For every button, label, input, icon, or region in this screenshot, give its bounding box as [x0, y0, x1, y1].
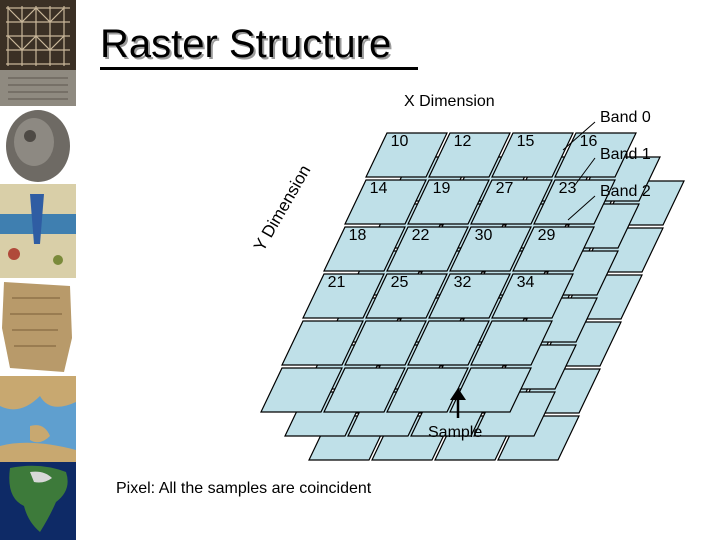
mediterranean-map-image: [0, 376, 76, 462]
pixel-caption: Pixel: All the samples are coincident: [116, 480, 372, 497]
band-0-leader: [562, 121, 596, 151]
cell-value: 32: [453, 274, 472, 291]
cell-value: 19: [432, 180, 451, 197]
cell-value: 16: [579, 133, 598, 150]
title-underline: [100, 67, 418, 70]
cell-value: 25: [390, 274, 409, 291]
page-title: Raster Structure: [100, 22, 392, 66]
band-2-label: Band 2: [600, 183, 651, 200]
grid-cell: [512, 226, 595, 272]
cell-value: 22: [411, 227, 430, 244]
sample-label: Sample: [428, 424, 483, 441]
grid-cell: [365, 132, 448, 178]
cell-value: 27: [495, 180, 514, 197]
sidebar-image-strip: [0, 0, 76, 540]
cell-value: 21: [327, 274, 346, 291]
ancient-fragment-image: [0, 278, 76, 376]
cell-value: 14: [369, 180, 388, 197]
cell-value: 34: [516, 274, 535, 291]
grid-cell: [344, 320, 427, 366]
grid-cell: [323, 367, 406, 413]
cell-value: 30: [474, 227, 493, 244]
grid-cell: [491, 132, 574, 178]
grid-cell: [407, 179, 490, 225]
sample-arrow: [450, 388, 466, 418]
grid-cell: [407, 320, 490, 366]
cell-value: 10: [390, 133, 409, 150]
grid-cell: [344, 179, 427, 225]
grid-cell: [386, 226, 469, 272]
grid-cell: [365, 273, 448, 319]
grid-cell: [491, 273, 574, 319]
band-layer-0: [260, 132, 637, 413]
band-1-label: Band 1: [600, 146, 651, 163]
grid-map-image: [0, 0, 76, 70]
grid-cell: [260, 367, 343, 413]
north-america-map-image: [0, 462, 76, 540]
grid-cell: [302, 273, 385, 319]
cell-value: 29: [537, 227, 556, 244]
illustrated-map-image: [0, 184, 76, 278]
x-dimension-label: X Dimension: [404, 93, 495, 110]
band-layers: [260, 132, 685, 461]
grid-cell: [323, 226, 406, 272]
band-2-leader: [567, 195, 596, 221]
grid-cell: [470, 320, 553, 366]
cell-value: 15: [516, 133, 535, 150]
band-1-leader: [574, 157, 596, 186]
grid-cell: [533, 179, 616, 225]
stone-relief-image: [0, 106, 76, 184]
band-0-label: Band 0: [600, 109, 651, 126]
grid-cell: [281, 320, 364, 366]
clay-tablet-image: [0, 70, 76, 106]
grid-cell: [386, 367, 469, 413]
grid-cell: [428, 132, 511, 178]
grid-cell: [554, 132, 637, 178]
cell-value: 12: [453, 133, 472, 150]
grid-cell: [428, 273, 511, 319]
grid-cell: [449, 226, 532, 272]
cell-value: 23: [558, 180, 577, 197]
cell-value: 18: [348, 227, 367, 244]
band-leader-lines: [562, 121, 596, 221]
grid-cell: [470, 179, 553, 225]
